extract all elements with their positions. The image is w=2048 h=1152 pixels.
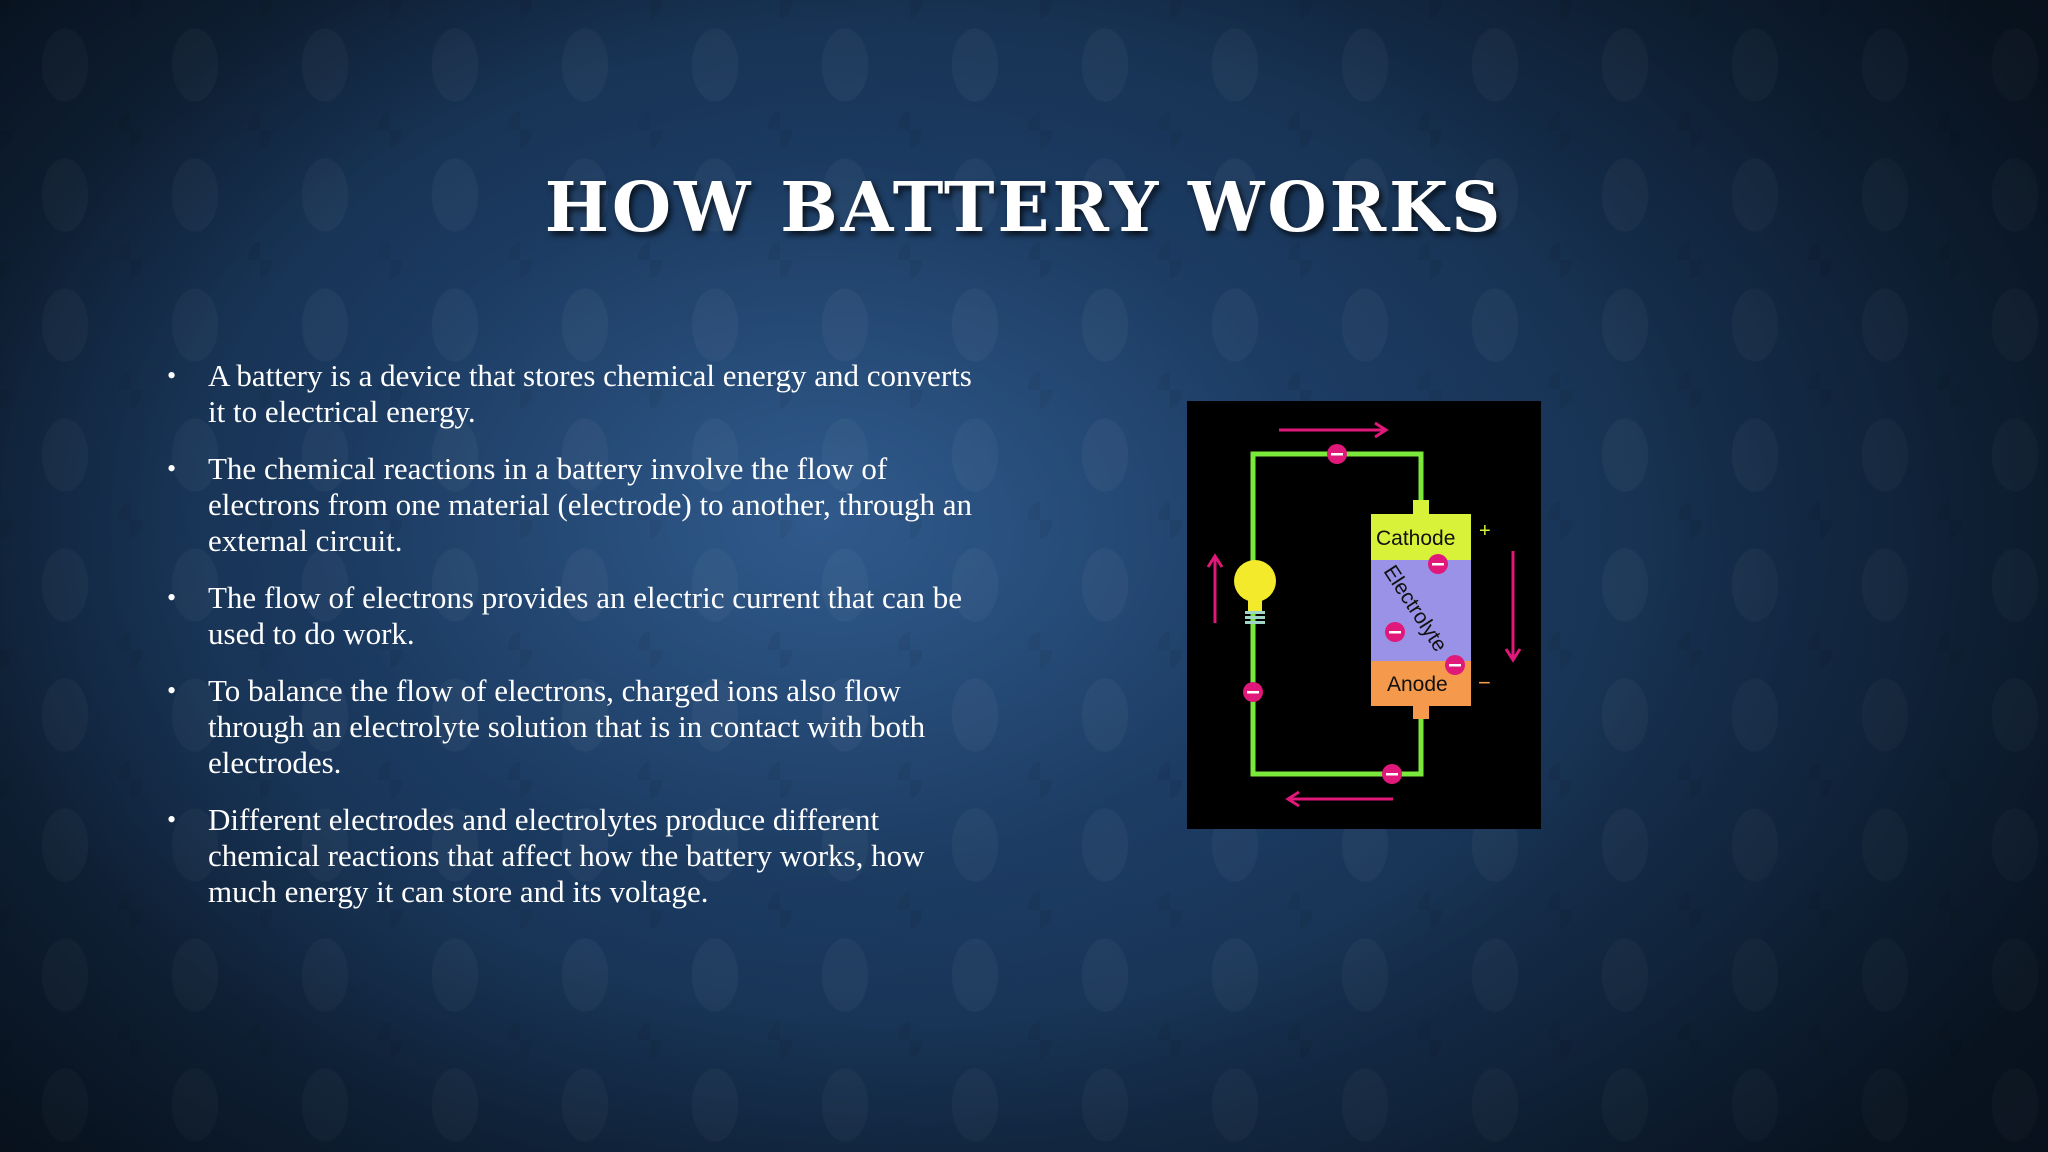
arrow-right-icon [1279,421,1389,439]
slide-title: HOW BATTERY WORKS [544,168,1504,248]
anode-label: Anode [1387,673,1448,696]
arrow-up-icon [1206,553,1224,623]
bullet-marker: • [167,583,177,612]
cathode-label: Cathode [1376,527,1455,550]
minus-sign: − [1478,670,1491,695]
bullet-marker: • [167,805,177,834]
anode-terminal [1413,705,1429,719]
bullet-text: A battery is a device that stores chemic… [208,358,972,429]
bullet-text: The chemical reactions in a battery invo… [208,451,972,558]
electron-icon [1243,682,1263,702]
light-bulb-icon [1234,560,1276,624]
electron-icon [1445,655,1465,675]
electron-icon [1385,622,1405,642]
bullet-item: • To balance the flow of electrons, charg… [165,673,985,781]
electron-icon [1428,554,1448,574]
electron-icon [1327,444,1347,464]
bullet-marker: • [167,454,177,483]
bullet-item: • A battery is a device that stores chemi… [165,358,985,430]
bullet-item: • The flow of electrons provides an elect… [165,580,985,652]
battery-circuit-svg: Cathode Anode Electrolyte + − [1206,421,1522,808]
cathode-terminal [1413,500,1429,514]
battery-diagram: Cathode Anode Electrolyte + − [1187,401,1541,829]
bullet-list: • A battery is a device that stores chemi… [165,358,985,931]
bullet-marker: • [167,361,177,390]
bullet-marker: • [167,676,177,705]
bullet-item: • The chemical reactions in a battery inv… [165,451,985,559]
arrow-down-icon [1504,551,1522,663]
cathode-block [1371,514,1471,560]
electron-icon [1382,764,1402,784]
arrow-left-icon [1285,790,1393,808]
bullet-text: To balance the flow of electrons, charge… [208,673,926,780]
electrolyte-block [1371,560,1471,661]
bullet-item: • Different electrodes and electrolytes p… [165,802,985,910]
bullet-text: The flow of electrons provides an electr… [208,580,962,651]
plus-sign: + [1479,520,1491,542]
bullet-text: Different electrodes and electrolytes pr… [208,802,925,909]
